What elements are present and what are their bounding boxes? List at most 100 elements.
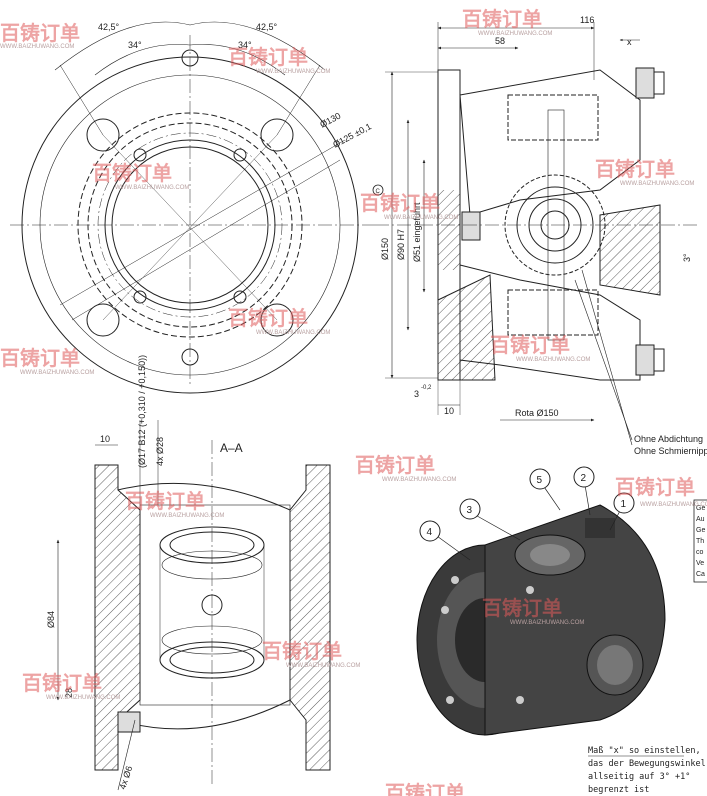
svg-text:WWW.BAIZHUWANG.COM: WWW.BAIZHUWANG.COM [0, 44, 74, 50]
svg-text:Au: Au [696, 516, 705, 523]
side-view [372, 22, 700, 446]
balloon-2: 2 [573, 466, 595, 488]
svg-text:co: co [696, 549, 704, 556]
angle-3-label: 3° [682, 253, 692, 262]
watermark: 百铸订单 [385, 781, 465, 796]
svg-text:WWW.BAIZHUWANG.COM: WWW.BAIZHUWANG.COM [478, 31, 552, 37]
svg-text:百铸订单: 百铸订单 [0, 346, 80, 370]
rota-label: Rota Ø150 [515, 408, 559, 418]
title-block-partial: Ge Au Ge Th co Ve Ca [693, 499, 707, 583]
adjust-note: Maß "x" so einstellen, das der Bewegungs… [588, 746, 706, 795]
iso-view [416, 478, 666, 736]
svg-text:Ve: Ve [696, 560, 704, 567]
dim-10-side: 10 [444, 406, 454, 416]
bolt-hole-bl [86, 303, 120, 337]
bolt-hole-br [260, 303, 294, 337]
dim-58: 58 [495, 36, 505, 46]
watermark: 百铸订单 WWW.BAIZHUWANG.COM [615, 475, 707, 508]
svg-text:allseitig auf 3° +1°: allseitig auf 3° +1° [588, 772, 690, 782]
svg-text:Ge: Ge [696, 505, 705, 512]
svg-text:WWW.BAIZHUWANG.COM: WWW.BAIZHUWANG.COM [256, 330, 330, 336]
svg-text:百铸订单: 百铸订单 [228, 45, 308, 69]
holes-28-label: 4x Ø28 [155, 437, 165, 466]
balloon-1: 1 [613, 492, 635, 514]
svg-text:百铸订单: 百铸订单 [92, 161, 172, 185]
section-title: A–A [220, 441, 243, 455]
svg-text:百铸订单: 百铸订单 [228, 306, 308, 330]
holes-6-label: 4x Ø6 [117, 765, 134, 791]
svg-text:WWW.BAIZHUWANG.COM: WWW.BAIZHUWANG.COM [382, 477, 456, 483]
dia-130-label: Ø130 [318, 111, 342, 130]
svg-text:das der Bewegungswinkel: das der Bewegungswinkel [588, 759, 706, 769]
dim-x: x [627, 37, 632, 47]
svg-text:Ge: Ge [696, 527, 705, 534]
svg-text:WWW.BAIZHUWANG.COM: WWW.BAIZHUWANG.COM [150, 513, 224, 519]
svg-text:5: 5 [537, 475, 543, 486]
svg-text:百铸订单: 百铸订单 [615, 475, 695, 499]
dia-125-label: Ø125 ±0,1 [331, 121, 373, 150]
svg-text:WWW.BAIZHUWANG.COM: WWW.BAIZHUWANG.COM [256, 69, 330, 75]
front-view [10, 21, 375, 394]
svg-text:百铸订单: 百铸订单 [595, 157, 675, 181]
angle-inner-left: 34° [128, 40, 142, 50]
svg-text:begrenzt ist: begrenzt ist [588, 785, 649, 795]
note-line-1: Ohne Abdichtung [634, 434, 703, 444]
bolt-hole-tr [260, 118, 294, 152]
angle-inner-right: 34° [238, 40, 252, 50]
svg-text:百铸订单: 百铸订单 [0, 21, 80, 45]
dia-17-label: (Ø17 B12 (+0,310 / +0,150)) [137, 355, 147, 468]
section-marker: C [376, 189, 381, 195]
dia-51-label: Ø51 eingeführt [412, 202, 422, 262]
svg-text:百铸订单: 百铸订单 [125, 489, 205, 513]
dim-116: 116 [580, 15, 594, 25]
svg-text:WWW.BAIZHUWANG.COM: WWW.BAIZHUWANG.COM [115, 185, 189, 191]
dia-150-label: Ø150 [380, 238, 390, 260]
dia-84-label: Ø84 [46, 611, 56, 628]
balloon-5: 5 [529, 468, 551, 490]
svg-text:Th: Th [696, 538, 704, 545]
svg-text:百铸订单: 百铸订单 [22, 671, 102, 695]
svg-text:WWW.BAIZHUWANG.COM: WWW.BAIZHUWANG.COM [384, 215, 458, 221]
angle-outer-left: 42,5° [98, 22, 120, 32]
svg-text:百铸订单: 百铸订单 [262, 639, 342, 663]
note-line-2: Ohne Schmiernippel [634, 446, 707, 456]
svg-text:WWW.BAIZHUWANG.COM: WWW.BAIZHUWANG.COM [286, 663, 360, 669]
dim-28-label: 28 [64, 688, 74, 698]
svg-text:百铸订单: 百铸订单 [482, 596, 562, 620]
svg-text:WWW.BAIZHUWANG.COM: WWW.BAIZHUWANG.COM [640, 502, 707, 508]
svg-text:1: 1 [621, 499, 627, 510]
dia-90-label: Ø90 H7 [396, 229, 406, 260]
dim-3-tol: -0,2 [421, 385, 432, 391]
svg-text:Ca: Ca [696, 571, 705, 578]
svg-text:2: 2 [581, 473, 587, 484]
bolt-hole-tl [86, 118, 120, 152]
svg-text:WWW.BAIZHUWANG.COM: WWW.BAIZHUWANG.COM [20, 370, 94, 376]
balloon-4: 4 [419, 520, 441, 542]
svg-text:4: 4 [427, 527, 433, 538]
angle-outer-right: 42,5° [256, 22, 278, 32]
svg-text:Maß "x" so einstellen,: Maß "x" so einstellen, [588, 746, 701, 756]
svg-text:WWW.BAIZHUWANG.COM: WWW.BAIZHUWANG.COM [620, 181, 694, 187]
svg-text:WWW.BAIZHUWANG.COM: WWW.BAIZHUWANG.COM [516, 357, 590, 363]
svg-text:百铸订单: 百铸订单 [385, 781, 465, 796]
svg-text:百铸订单: 百铸订单 [490, 333, 570, 357]
section-view [56, 420, 331, 791]
svg-text:百铸订单: 百铸订单 [462, 7, 542, 31]
svg-text:3: 3 [467, 505, 473, 516]
svg-text:百铸订单: 百铸订单 [355, 453, 435, 477]
svg-text:WWW.BAIZHUWANG.COM: WWW.BAIZHUWANG.COM [46, 695, 120, 701]
